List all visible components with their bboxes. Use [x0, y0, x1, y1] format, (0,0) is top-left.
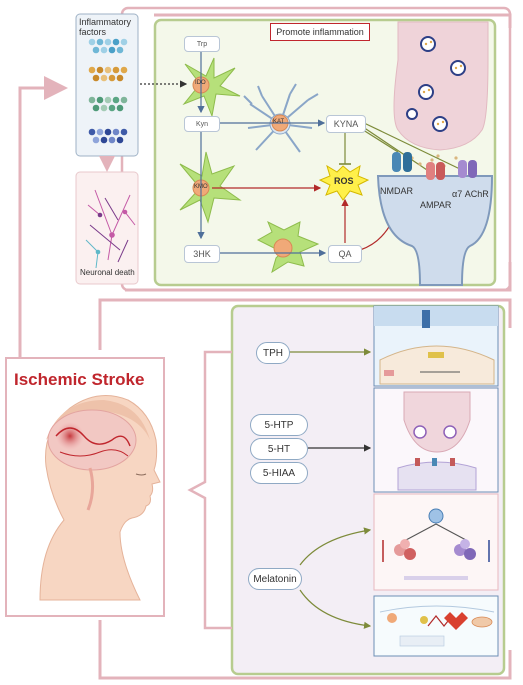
kat-label: KAT: [273, 119, 285, 125]
melatonin-pill: Melatonin: [248, 568, 302, 590]
ros-label: ROS: [334, 176, 354, 186]
tph-pill: TPH: [256, 342, 290, 364]
head-profile: [39, 395, 161, 601]
kyna-box: KYNA: [326, 115, 366, 133]
dead-neurons: [85, 189, 136, 269]
qa-box: QA: [328, 245, 362, 263]
inset-macrophage: [373, 493, 499, 591]
astrocyte-blue: [243, 83, 319, 153]
vesicles: [406, 36, 466, 132]
qa-cell-nucleus: [273, 238, 293, 258]
ampar-label: AMPAR: [420, 200, 452, 210]
cytokine-dots: [88, 38, 128, 144]
inset-mitochondria: [373, 595, 499, 657]
presynaptic-terminal: [393, 21, 489, 151]
nmdar-label: NMDAR: [380, 186, 413, 196]
3hk-box: 3HK: [184, 245, 220, 263]
promote-inflammation-label: Promote inflammation: [270, 23, 370, 41]
ampar-receptor: [426, 162, 435, 180]
ido-label: IDO: [195, 80, 206, 86]
ros-burst: [318, 164, 370, 201]
trp-box: Trp: [184, 36, 220, 52]
stroke-title: Ischemic Stroke: [14, 370, 145, 389]
glial-cells: [179, 57, 242, 224]
inflammatory-factors-label: Inflammatory factors: [79, 17, 132, 37]
neuronal-death-label: Neuronal death: [80, 268, 135, 277]
neuronal-death-box: [75, 171, 139, 285]
5ht-pill: 5-HT: [250, 438, 308, 460]
inset-serotonin: [373, 387, 499, 493]
brace: [187, 350, 232, 630]
inset-tph: [373, 305, 499, 387]
5hiaa-pill: 5-HIAA: [250, 462, 308, 484]
kmo-label: KMO: [194, 184, 208, 190]
a7achr-receptor: [458, 160, 467, 178]
pathway-arrows: [197, 52, 463, 257]
postsynaptic-spine: [376, 175, 494, 286]
kyn-box: Kyn: [184, 116, 220, 132]
a7achr-label: α7 AChR: [452, 189, 489, 199]
nmdar-receptor: [392, 152, 401, 172]
5htp-pill: 5-HTP: [250, 414, 308, 436]
bottom-arrows: [288, 348, 372, 629]
